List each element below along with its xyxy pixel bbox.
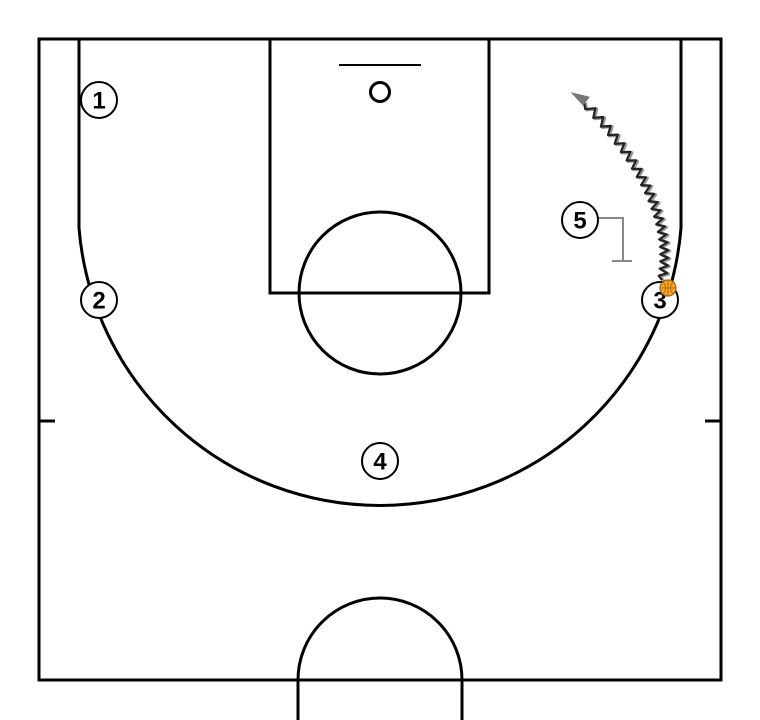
center-circle <box>296 596 464 720</box>
player-2: 2 <box>80 281 118 319</box>
dribble-path-line <box>582 101 670 281</box>
free-throw-lane <box>268 37 491 295</box>
rim <box>369 81 391 103</box>
player-5-label: 5 <box>573 208 586 235</box>
three-point-line <box>77 39 683 507</box>
dribble-path-shadow <box>584 102 672 282</box>
dribble-arrowhead <box>570 92 590 106</box>
screen-line <box>599 217 624 261</box>
player-5: 5 <box>561 201 599 239</box>
dribble-path <box>582 101 672 282</box>
free-throw-circle <box>297 210 463 376</box>
player-1: 1 <box>80 81 118 119</box>
player-2-label: 2 <box>92 288 105 315</box>
basketball-icon <box>659 279 677 297</box>
player-1-label: 1 <box>92 88 105 115</box>
player-4-label: 4 <box>373 449 387 476</box>
player-4: 4 <box>361 442 399 480</box>
